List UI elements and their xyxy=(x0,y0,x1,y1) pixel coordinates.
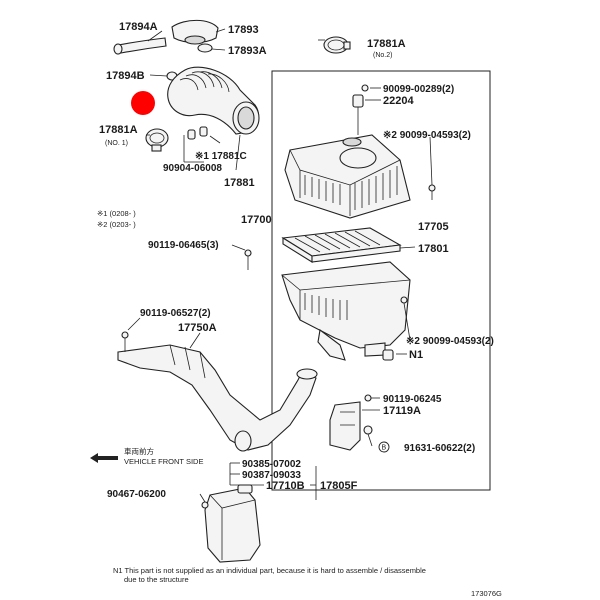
label-90099-00289: 90099-00289(2) xyxy=(383,84,454,95)
air-cleaner-cap-17705 xyxy=(284,134,411,219)
label-17881: 17881 xyxy=(224,177,255,189)
label-90387-09033: 90387-09033 xyxy=(242,470,301,481)
sensor-22204-shape xyxy=(352,94,364,108)
clip-90904-06008-shape xyxy=(187,129,196,140)
label-n1: N1 xyxy=(409,349,423,361)
label-17801: 17801 xyxy=(418,243,449,255)
label-90119-06245: 90119-06245 xyxy=(383,394,442,405)
filter-element-17801 xyxy=(281,227,402,263)
vehicle-front-jp: 車両前方 xyxy=(124,446,154,456)
label-90467-06200: 90467-06200 xyxy=(107,489,166,500)
label-17881c: ※1 17881C xyxy=(195,151,247,162)
label-17893a: 17893A xyxy=(228,45,267,57)
label-17881a-no2: 17881A xyxy=(367,38,406,50)
label-90119-06527: 90119-06527(2) xyxy=(140,308,211,319)
label-17700: 17700 xyxy=(241,214,272,226)
label-17894a: 17894A xyxy=(119,21,158,33)
label-90119-06465: 90119-06465(3) xyxy=(148,240,219,251)
label-17750a: 17750A xyxy=(178,322,217,334)
label-90904-06008: 90904-06008 xyxy=(163,163,222,174)
bottom-note-line1: N1 This part is not supplied as an indiv… xyxy=(113,566,426,575)
label-17893: 17893 xyxy=(228,24,259,36)
inlet-duct-17750a xyxy=(117,344,318,452)
label-circle-b: B xyxy=(382,445,387,452)
red-marker-dot xyxy=(131,91,155,115)
circle-b-marker xyxy=(378,441,390,453)
label-17881a-no2-sub: (No.2) xyxy=(373,52,392,59)
illustration-id: 173076G xyxy=(471,589,502,598)
label-91631-60622: 91631-60622(2) xyxy=(404,443,475,454)
label-17705: 17705 xyxy=(418,221,449,233)
label-22204: 22204 xyxy=(383,95,414,107)
label-17881a-no1-sub: (NO. 1) xyxy=(105,140,128,147)
label-90099-04593-a: ※2 90099-04593(2) xyxy=(383,130,471,141)
label-17710b: 17710B xyxy=(266,480,305,492)
label-90385-07002: 90385-07002 xyxy=(242,459,301,470)
part-n1-shape xyxy=(382,349,394,361)
hose-17881c-shape xyxy=(199,126,208,137)
resonator-17893-shape xyxy=(171,19,219,44)
label-17881a-no1: 17881A xyxy=(99,124,138,136)
label-17119a: 17119A xyxy=(383,405,421,417)
bracket-17119a xyxy=(329,401,361,451)
label-17805f: 17805F xyxy=(320,480,358,492)
label-90099-04593-b: ※2 90099-04593(2) xyxy=(406,336,494,347)
footnote-star2: ※2 (0203- ) xyxy=(97,220,136,229)
clamp-17893a-shape xyxy=(197,43,213,53)
footnote-star1: ※1 (0208- ) xyxy=(97,209,136,218)
intake-hose-group xyxy=(113,19,351,163)
hose-17894a-shape xyxy=(117,37,167,54)
resonator-17805f xyxy=(204,484,261,563)
air-cleaner-assembly-frame xyxy=(271,70,491,491)
vehicle-front-arrow xyxy=(90,453,118,463)
bottom-note-line2: due to the structure xyxy=(124,575,189,584)
vehicle-front-en: VEHICLE FRONT SIDE xyxy=(124,457,203,466)
clamp-17881a-no1-shape xyxy=(145,128,169,148)
label-17894b: 17894B xyxy=(106,70,145,82)
air-cleaner-case xyxy=(281,261,411,361)
